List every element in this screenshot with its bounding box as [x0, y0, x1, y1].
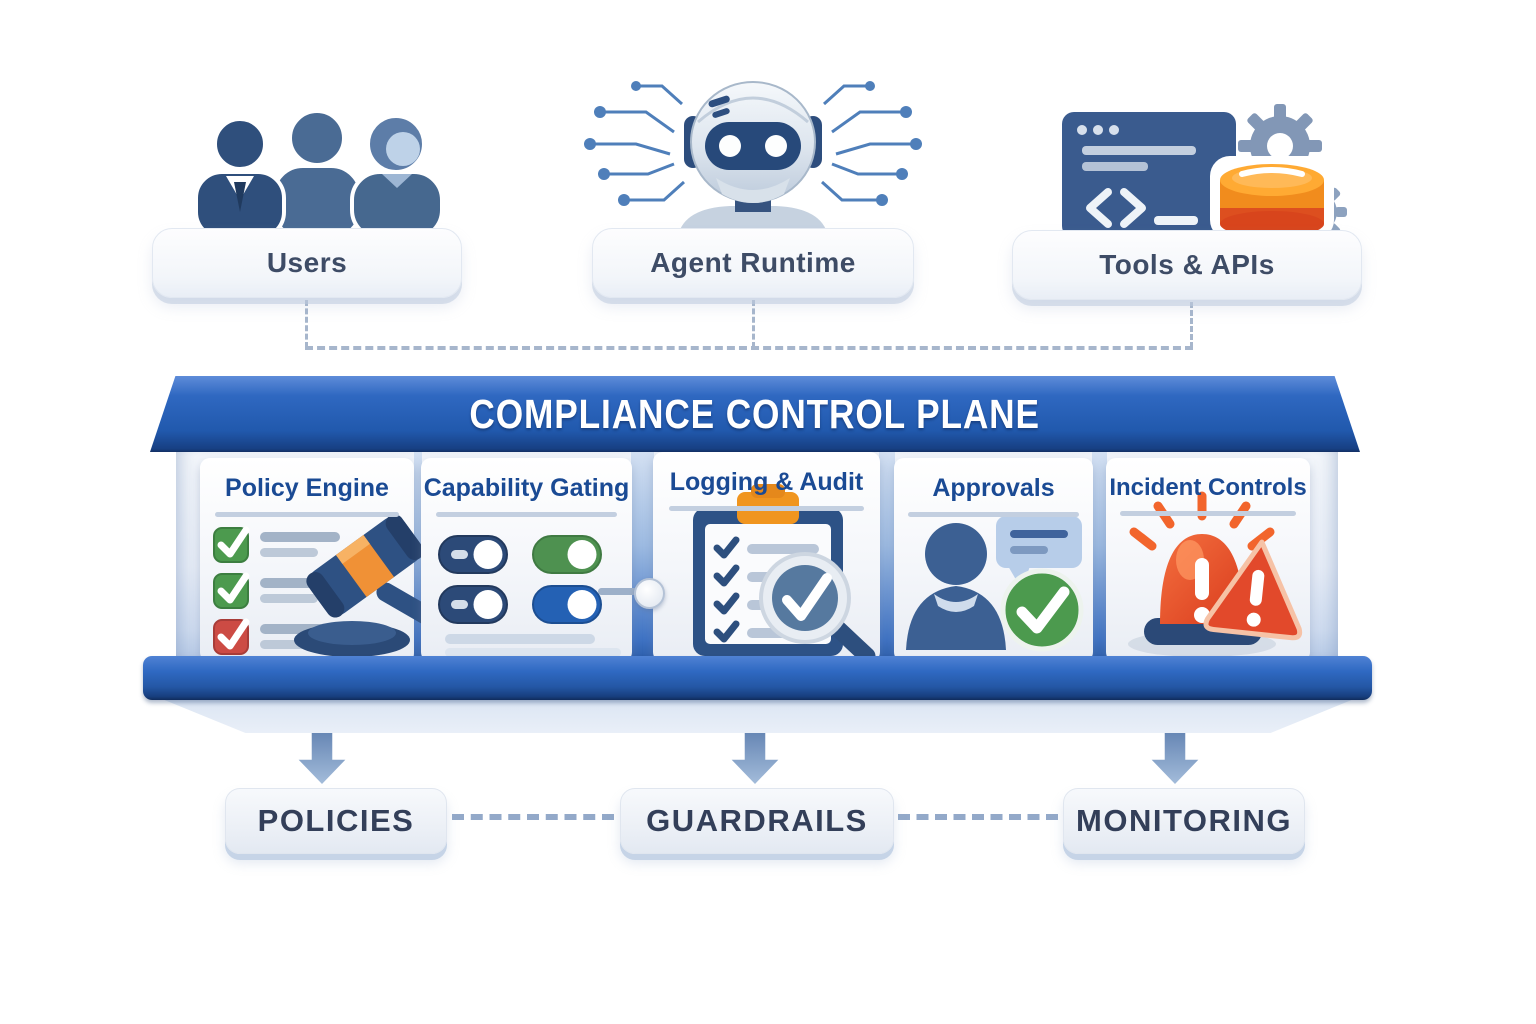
card-logging-audit: Logging & Audit: [653, 452, 880, 665]
code-window-icon: [1062, 112, 1236, 238]
foundation-monitoring-label: MONITORING: [1076, 803, 1292, 838]
card-logging-audit-title: Logging & Audit: [669, 468, 864, 496]
foundation-monitoring: MONITORING: [1063, 788, 1305, 854]
card-policy-engine-title: Policy Engine: [225, 474, 389, 502]
tools-apis-icon: [1062, 104, 1347, 240]
placeholder-line: [445, 634, 595, 644]
control-plane-title: COMPLIANCE CONTROL PLANE: [469, 390, 1041, 437]
toggle-off-2: [438, 585, 508, 624]
card-incident-controls: Incident Controls: [1106, 458, 1310, 662]
card-rule: [435, 512, 618, 517]
card-approvals-title: Approvals: [932, 474, 1055, 502]
source-agent-runtime-label: Agent Runtime: [650, 247, 856, 278]
connector-bus-horizontal: [305, 346, 1193, 350]
robot-icon: [584, 81, 922, 236]
card-rule: [907, 512, 1080, 517]
control-plane-banner: COMPLIANCE CONTROL PLANE: [150, 376, 1360, 452]
foundation-guardrails-label: GUARDRAILS: [646, 803, 868, 838]
control-plane-shelf: [143, 656, 1372, 700]
circuit-lines-right: [820, 84, 916, 202]
card-rule: [1120, 511, 1296, 516]
inter-card-connector-line: [598, 588, 644, 595]
approval-check-icon: [1000, 568, 1084, 652]
source-users: Users: [152, 228, 462, 298]
person-left: [194, 117, 286, 238]
circuit-lines-left: [590, 84, 686, 202]
source-tools-apis-label: Tools & APIs: [1099, 249, 1275, 280]
foundation-guardrails: GUARDRAILS: [620, 788, 894, 854]
clipboard-checks: [713, 536, 740, 643]
card-approvals: Approvals: [894, 458, 1093, 662]
connector-policies-guardrails: [452, 814, 614, 820]
inter-card-connector-node: [634, 578, 665, 609]
card-rule: [668, 506, 865, 511]
connector-guardrails-monitoring: [898, 814, 1058, 820]
card-gap-4: [1092, 452, 1107, 660]
robot-chin: [716, 178, 790, 203]
database-icon: [1210, 156, 1334, 240]
connector-agent-down: [752, 300, 755, 348]
card-capability-gating-title: Capability Gating: [423, 474, 630, 502]
control-plane-shelf-shadow: [162, 699, 1354, 733]
circuit-dots-right: [865, 81, 922, 206]
source-tools-apis: Tools & APIs: [1012, 230, 1362, 300]
source-agent-runtime: Agent Runtime: [592, 228, 914, 298]
warning-triangle-icon: [1203, 539, 1303, 641]
source-users-label: Users: [266, 247, 348, 278]
circuit-dots-left: [584, 81, 641, 206]
person-middle: [271, 109, 363, 238]
card-capability-gating: Capability Gating: [421, 458, 632, 662]
connector-users-down: [305, 300, 308, 348]
toggle-switches-icon: [438, 535, 621, 657]
placeholder-line: [445, 648, 621, 657]
foundation-policies: POLICIES: [225, 788, 447, 854]
person-right: [350, 114, 444, 238]
toggle-off-1: [438, 535, 508, 574]
card-gap-3: [879, 452, 895, 660]
clipboard-magnifier-icon: [693, 484, 876, 665]
robot-visor: [705, 122, 801, 170]
connector-tools-down: [1190, 302, 1193, 348]
card-policy-engine: Policy Engine: [200, 458, 470, 662]
robot-head: [684, 81, 822, 203]
person-check-icon: [906, 516, 1084, 652]
person-silhouette: [906, 523, 1006, 650]
card-rule: [214, 512, 400, 517]
toggle-on-blue: [532, 585, 602, 624]
users-icon: [194, 109, 444, 238]
toggle-on-green: [532, 535, 602, 574]
magnifier-check-icon: [759, 552, 876, 665]
foundation-policies-label: POLICIES: [257, 803, 415, 838]
card-incident-controls-title: Incident Controls: [1109, 474, 1307, 501]
card-gap-2: [631, 452, 654, 660]
